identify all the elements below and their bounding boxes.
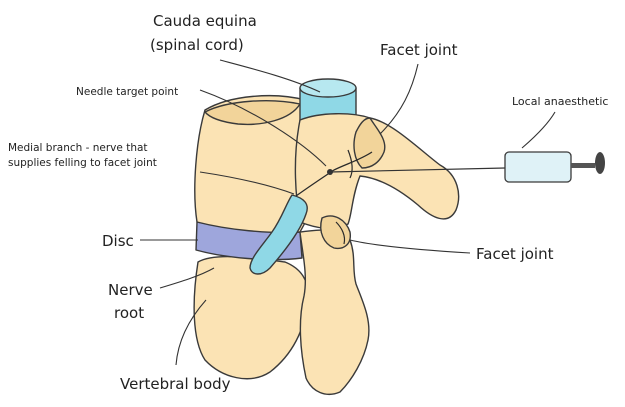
label-needle-target: Needle target point <box>76 86 178 98</box>
label-facet-joint-top: Facet joint <box>380 41 458 59</box>
syringe-plunger-end <box>595 152 605 174</box>
syringe-plunger-rod <box>571 163 595 168</box>
label-cauda-equina: Cauda equina <box>153 12 257 30</box>
label-medial-branch-line1: Medial branch - nerve that <box>8 142 148 154</box>
label-medial-branch-line2: supplies felling to facet joint <box>8 157 157 169</box>
label-spinal-cord: (spinal cord) <box>150 36 244 54</box>
label-disc: Disc <box>102 232 134 250</box>
spinous-process <box>300 230 369 394</box>
syringe-barrel <box>505 152 571 182</box>
label-nerve: Nerve <box>108 281 153 299</box>
label-root: root <box>114 304 144 322</box>
label-vertebral-body: Vertebral body <box>120 375 231 393</box>
lower-vertebral-body <box>194 257 308 379</box>
label-local-anaesthetic: Local anaesthetic <box>512 95 608 108</box>
vertebra-illustration <box>194 79 458 394</box>
label-facet-joint-bottom: Facet joint <box>476 245 554 263</box>
